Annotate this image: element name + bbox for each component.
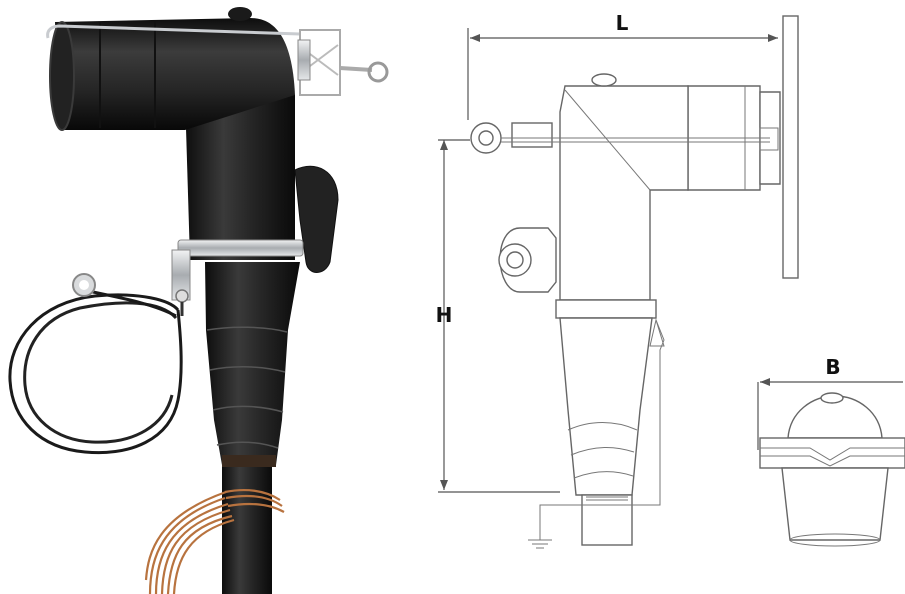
copper-band <box>222 455 276 467</box>
label-H: H <box>436 303 453 327</box>
earthing-clamp <box>177 239 304 257</box>
front-view-drawing: B <box>757 355 905 547</box>
dimension-B: B <box>757 355 903 450</box>
operating-eye-icon <box>294 165 339 273</box>
label-B: B <box>825 355 840 379</box>
dimension-H: H <box>436 139 560 493</box>
stress-cone-outline <box>559 317 653 496</box>
earth-wire <box>8 273 183 455</box>
elbow-arm <box>55 18 295 130</box>
stress-cone-body <box>205 262 300 465</box>
elbow-housing <box>559 85 689 301</box>
copper-screen <box>144 489 285 594</box>
label-L: L <box>616 11 629 35</box>
dimension-L: L <box>467 11 778 120</box>
test-point-cap-icon <box>228 7 252 21</box>
elbow-body <box>185 95 295 260</box>
side-elevation-drawing: L <box>436 11 799 549</box>
retaining-wire <box>46 24 301 39</box>
bushing-plate <box>782 15 799 279</box>
eye-bolt-icon <box>367 61 389 83</box>
connector-photo <box>8 7 389 594</box>
